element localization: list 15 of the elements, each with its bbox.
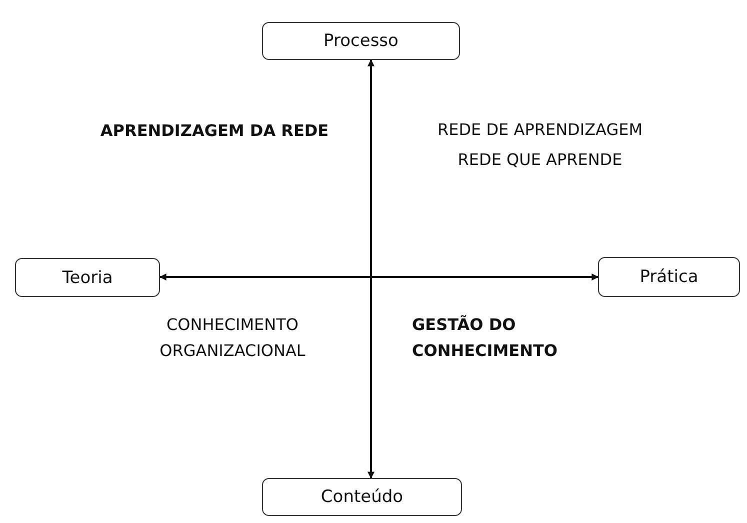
rounded-box [15,258,160,297]
double-arrow [159,274,599,280]
node-label: Teoria [62,268,113,288]
quadrant-label: GESTÃO DO CONHECIMENTO [412,314,559,362]
quadrant-label: APRENDIZAGEM DA REDE [99,120,330,142]
quadrant-label: CONHECIMENTO ORGANIZACIONAL [158,314,306,362]
node-label: Conteúdo [320,487,404,507]
double-arrow [368,59,374,479]
rounded-box [598,257,740,297]
quadrant-label: REDE DE APRENDIZAGEM [436,119,644,141]
rounded-box [262,478,462,516]
node-label: Processo [324,31,398,51]
quadrant-label: REDE QUE APRENDE [456,149,624,171]
node-label: Prática [640,267,698,287]
rounded-box [262,22,460,60]
